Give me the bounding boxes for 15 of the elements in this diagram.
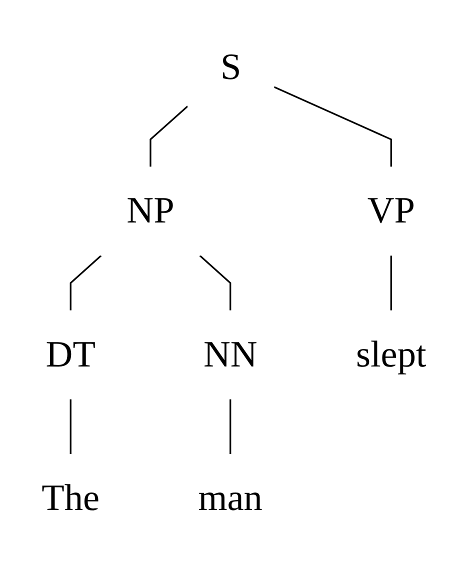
- node-text: NN: [203, 334, 258, 376]
- connector: [150, 106, 188, 167]
- node-text: slept: [356, 334, 426, 376]
- node-text: The: [42, 478, 100, 519]
- node-text: VP: [367, 190, 415, 232]
- connector: [70, 254, 102, 310]
- connector: [70, 399, 72, 454]
- connector: [230, 399, 232, 454]
- connector: [274, 86, 392, 167]
- connector: [390, 256, 392, 310]
- node-text: S: [220, 47, 242, 88]
- connector: [199, 254, 232, 310]
- node-text: DT: [46, 334, 96, 376]
- node-text: man: [198, 478, 262, 519]
- node-text: NP: [126, 190, 174, 232]
